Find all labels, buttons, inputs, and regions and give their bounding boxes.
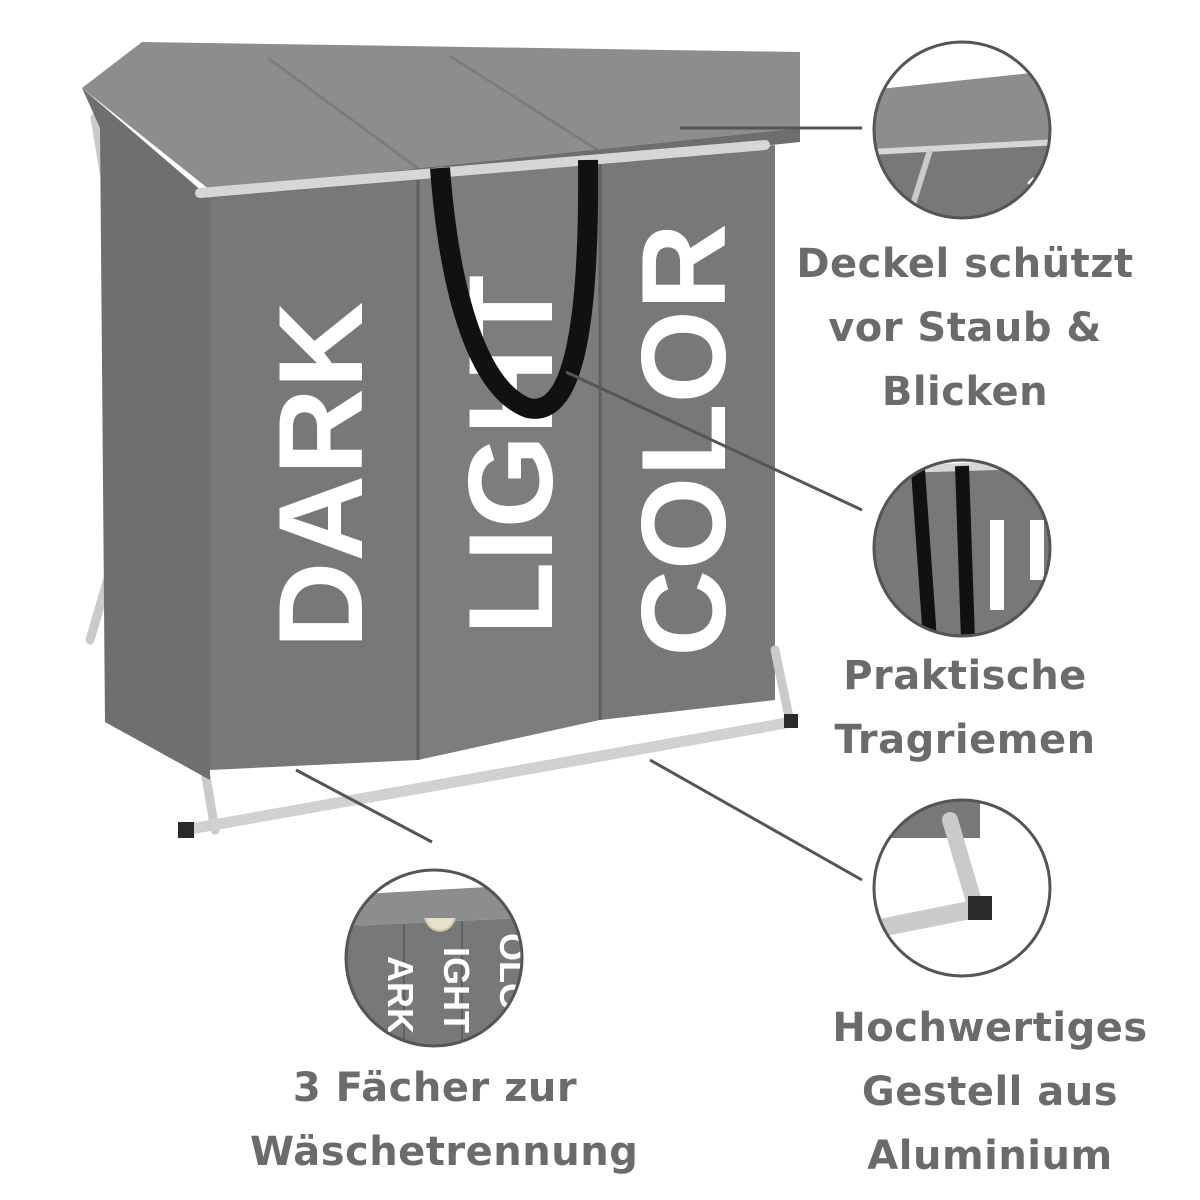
caption-compartments-line: 3 Fächer zur [292, 1065, 578, 1111]
hamper-side-panel [82, 88, 210, 780]
carry-strap [430, 159, 599, 419]
caption-frame: Hochwertiges Gestell aus Aluminium [820, 996, 1160, 1188]
laundry-hamper: DARK LIGHT COLOR [82, 42, 800, 838]
caption-lid-line: Blicken [881, 369, 1049, 415]
strap-closeup-icon [872, 458, 1052, 638]
caption-lid-line: Deckel schützt [796, 241, 1134, 287]
panel-color [600, 145, 775, 720]
caption-frame-line: Hochwertiges [832, 1005, 1148, 1051]
caption-compartments: 3 Fächer zur Wäschetrennung [250, 1056, 639, 1184]
lid-closeup-icon [872, 40, 1052, 220]
leader-lines [295, 126, 863, 882]
thumb-label-color: OLOR [492, 933, 533, 1037]
panel-dark [210, 180, 418, 770]
hamper-lid [82, 42, 800, 190]
caption-strap: Praktische Tragriemen [810, 644, 1120, 772]
hamper-frame-front [178, 645, 798, 838]
caption-lid: Deckel schützt vor Staub & Blicken [790, 232, 1140, 424]
panel-label-color: COLOR [617, 223, 751, 656]
caption-lid-line: vor Staub & [828, 305, 1102, 351]
panel-label-dark: DARK [254, 302, 388, 649]
caption-compartments-line: Wäschetrennung [250, 1129, 639, 1175]
compartments-closeup-icon: ARK IGHT OLOR [344, 868, 533, 1048]
hamper-top-rail [195, 140, 770, 198]
frame-closeup-icon [872, 798, 1052, 978]
caption-frame-line: Gestell aus [861, 1069, 1119, 1115]
caption-frame-line: Aluminium [867, 1133, 1113, 1179]
caption-strap-line: Tragriemen [834, 717, 1096, 763]
caption-strap-line: Praktische [843, 653, 1087, 699]
thumb-label-dark: ARK [380, 956, 421, 1034]
thumb-label-light: IGHT [436, 947, 477, 1033]
